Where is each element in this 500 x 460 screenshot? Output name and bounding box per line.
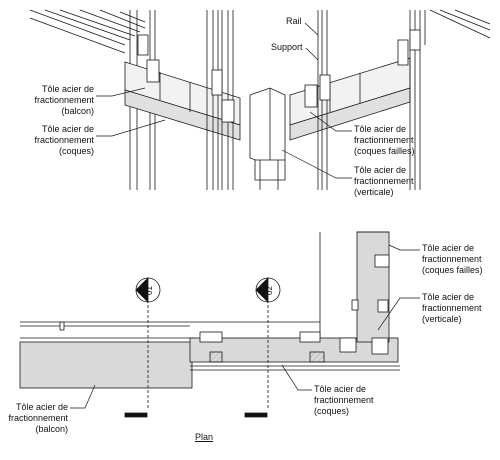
label-rail: Rail	[286, 16, 302, 26]
label-line: (verticale)	[422, 314, 462, 324]
axis-marker-02-label: 02	[264, 286, 274, 295]
label-line: fractionnement	[34, 135, 94, 145]
label-line: (balcon)	[35, 424, 68, 434]
label-plan-coques-failles: Tôle acier de fractionnement (coques fai…	[422, 243, 483, 276]
label-line: Tôle acier de	[15, 402, 68, 412]
plan-fixings	[199, 254, 390, 363]
label-line: fractionnement	[354, 176, 414, 186]
label-plan-coques: Tôle acier de fractionnement (coques)	[314, 384, 374, 417]
label-support: Support	[271, 42, 303, 52]
view-title: Plan	[195, 432, 214, 442]
label-line: (verticale)	[354, 187, 394, 197]
label-plan-balcon: Tôle acier de fractionnement (balcon)	[0, 402, 68, 435]
brackets	[137, 29, 421, 123]
isometric-view	[29, 9, 491, 190]
label-line: fractionnement	[34, 95, 94, 105]
label-plan-verticale: Tôle acier de fractionnement (verticale)	[422, 292, 482, 325]
label-iso-coques-failles: Tôle acier de fractionnement (coques fai…	[354, 124, 415, 157]
iso-leaders	[96, 22, 352, 179]
label-line: Tôle acier de	[314, 384, 367, 394]
plan-balcony-slab	[19, 341, 193, 389]
label-line: Tôle acier de	[354, 124, 407, 134]
plan-view	[19, 231, 400, 418]
label-line: fractionnement	[422, 303, 482, 313]
label-line: (balcon)	[61, 106, 94, 116]
label-line: Tôle acier de	[41, 124, 94, 134]
label-line: (coques)	[58, 146, 94, 156]
label-line: fractionnement	[422, 254, 482, 264]
label-line: fractionnement	[314, 395, 374, 405]
plan-return-slab	[356, 231, 390, 343]
label-line: fractionnement	[8, 413, 68, 423]
central-columns	[206, 10, 286, 190]
label-line: (coques)	[314, 406, 350, 416]
axis-marker-01	[135, 277, 161, 303]
label-iso-balcon: Tôle acier de fractionnement (balcon)	[20, 84, 94, 117]
label-iso-coques: Tôle acier de fractionnement (coques)	[20, 124, 94, 157]
axis-marker-01-label: 01	[144, 286, 154, 295]
axis-marker-02	[255, 277, 281, 303]
label-iso-verticale: Tôle acier de fractionnement (verticale)	[354, 165, 414, 198]
label-line: Tôle acier de	[422, 292, 475, 302]
label-line: (coques failles)	[422, 265, 483, 275]
label-line: Tôle acier de	[422, 243, 475, 253]
label-line: Tôle acier de	[41, 84, 94, 94]
plan-leaders	[70, 244, 420, 409]
label-line: Tôle acier de	[354, 165, 407, 175]
label-line: (coques failles)	[354, 146, 415, 156]
label-line: fractionnement	[354, 135, 414, 145]
